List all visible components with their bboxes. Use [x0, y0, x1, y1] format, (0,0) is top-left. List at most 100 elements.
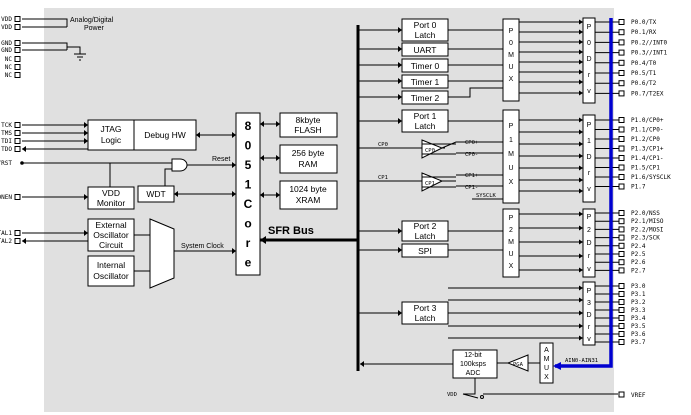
right-pin-label: P2.4 [631, 243, 646, 250]
left-pin-label: TDI [1, 138, 12, 145]
internal-osc-block [87, 255, 135, 287]
core-8051-block [235, 112, 261, 276]
right-pin-box [618, 315, 625, 321]
left-pin-box [14, 130, 21, 136]
left-pin-box [14, 47, 21, 53]
right-pin-label: P3.6 [631, 331, 646, 338]
right-pin-box [618, 59, 625, 66]
xram-label-1: 1024 byte [289, 184, 327, 194]
clock-mux [149, 218, 175, 289]
right-pin-label: P1.6/SYSCLK [631, 174, 671, 181]
right-pin-label: P0.4/T0 [631, 60, 657, 67]
debug-hw-label: Debug HW [144, 130, 186, 140]
right-pin-box [618, 299, 625, 305]
reset-gate [171, 158, 188, 172]
vertical-char: P [587, 24, 592, 31]
vertical-char: 2 [587, 227, 591, 234]
xtal-wires [22, 232, 88, 242]
vertical-char: 1 [587, 138, 591, 145]
vertical-char: U [544, 365, 549, 372]
vertical-char: M [508, 239, 514, 246]
left-pin-label: VDD [1, 16, 12, 23]
right-pin-label: P0.5/T1 [631, 70, 657, 77]
right-pin-box [618, 29, 625, 36]
mux-to-driver-wires [448, 19, 583, 341]
vertical-char: X [509, 263, 514, 270]
ain-label: AIN0-AIN31 [565, 358, 598, 364]
port3-latch-label-2: Latch [415, 313, 436, 323]
left-pin-label: GND [1, 47, 12, 54]
right-pin-box [618, 210, 625, 216]
debug-hw-block [133, 119, 197, 151]
right-pin-list: P0.0/TXP0.1/RXP0.2//INT0P0.3//INT1P0.4/T… [595, 19, 671, 346]
right-pin-box [618, 242, 625, 249]
left-pin-label: TCK [1, 122, 12, 129]
vertical-char: 1 [509, 137, 513, 144]
right-pin-box [618, 226, 625, 233]
right-pin-label: P1.2/CP0 [631, 136, 660, 143]
vertical-char: v [587, 88, 591, 95]
right-pin-label: P0.3//INT1 [631, 50, 668, 57]
right-pin-box [618, 234, 625, 241]
vertical-char: X [509, 179, 514, 186]
gnd-wires [22, 42, 68, 51]
p0-drv-block [582, 17, 596, 104]
left-pin-label: NC [5, 56, 13, 63]
left-pin-box [14, 146, 21, 152]
adc-label-1: 12-bit [464, 352, 482, 359]
port2-latch-label-2: Latch [415, 231, 436, 241]
ram-label-2: RAM [299, 159, 318, 169]
flash-label-1: 8kbyte [295, 115, 320, 125]
right-pin-box [618, 49, 625, 56]
core-char: r [246, 236, 251, 250]
right-pin-label: P0.0/TX [631, 19, 657, 26]
jtag-logic-label-1: JTAG [100, 124, 121, 134]
jtag-logic-label-2: Logic [101, 135, 122, 145]
vertical-char: 0 [509, 40, 513, 47]
vertical-char: D [586, 56, 591, 63]
right-pin-box [618, 90, 625, 97]
right-pin-box [618, 183, 625, 190]
jtag-wires [22, 124, 88, 150]
left-pin-label: MONEN [0, 194, 12, 201]
cp1-plus-label: CP1+ [465, 173, 479, 179]
vertical-char: v [587, 266, 591, 273]
adc-label-2: 100ksps [460, 361, 487, 368]
right-pin-label: P3.7 [631, 339, 646, 346]
timer1-label: Timer 1 [411, 77, 440, 87]
port0-latch-label-2: Latch [415, 30, 436, 40]
cp1-inner-label: CP1 [425, 181, 435, 187]
ram-block [279, 144, 338, 174]
right-pin-box [618, 136, 625, 142]
sysclk-label: SYSCLK [476, 193, 497, 199]
vertical-char: D [586, 312, 591, 319]
flash-label-2: FLASH [294, 125, 321, 135]
p2-drv-block [582, 208, 596, 278]
sfr-bus-label: SFR Bus [268, 225, 314, 237]
right-pin-box [618, 307, 625, 313]
vertical-char: X [509, 76, 514, 83]
vertical-char: P [509, 123, 514, 130]
right-pin-box [618, 70, 625, 76]
vertical-char: P [509, 28, 514, 35]
vertical-char: A [544, 347, 549, 354]
vertical-char: U [508, 165, 513, 172]
right-pin-box [618, 155, 625, 161]
int-osc-label-2: Oscillator [93, 271, 129, 281]
right-pin-box [618, 259, 625, 266]
ext-osc-label-1: External [95, 220, 126, 230]
right-pin-box [618, 283, 625, 289]
xram-label-2: XRAM [296, 195, 321, 205]
adc-block [452, 349, 498, 379]
right-pin-label: P1.4/CP1- [631, 155, 664, 162]
left-pin-label: NC [5, 64, 13, 71]
vdd-ref-label: VDD [447, 392, 457, 398]
right-pin-label: P3.5 [631, 323, 646, 330]
vertical-char: D [586, 240, 591, 247]
